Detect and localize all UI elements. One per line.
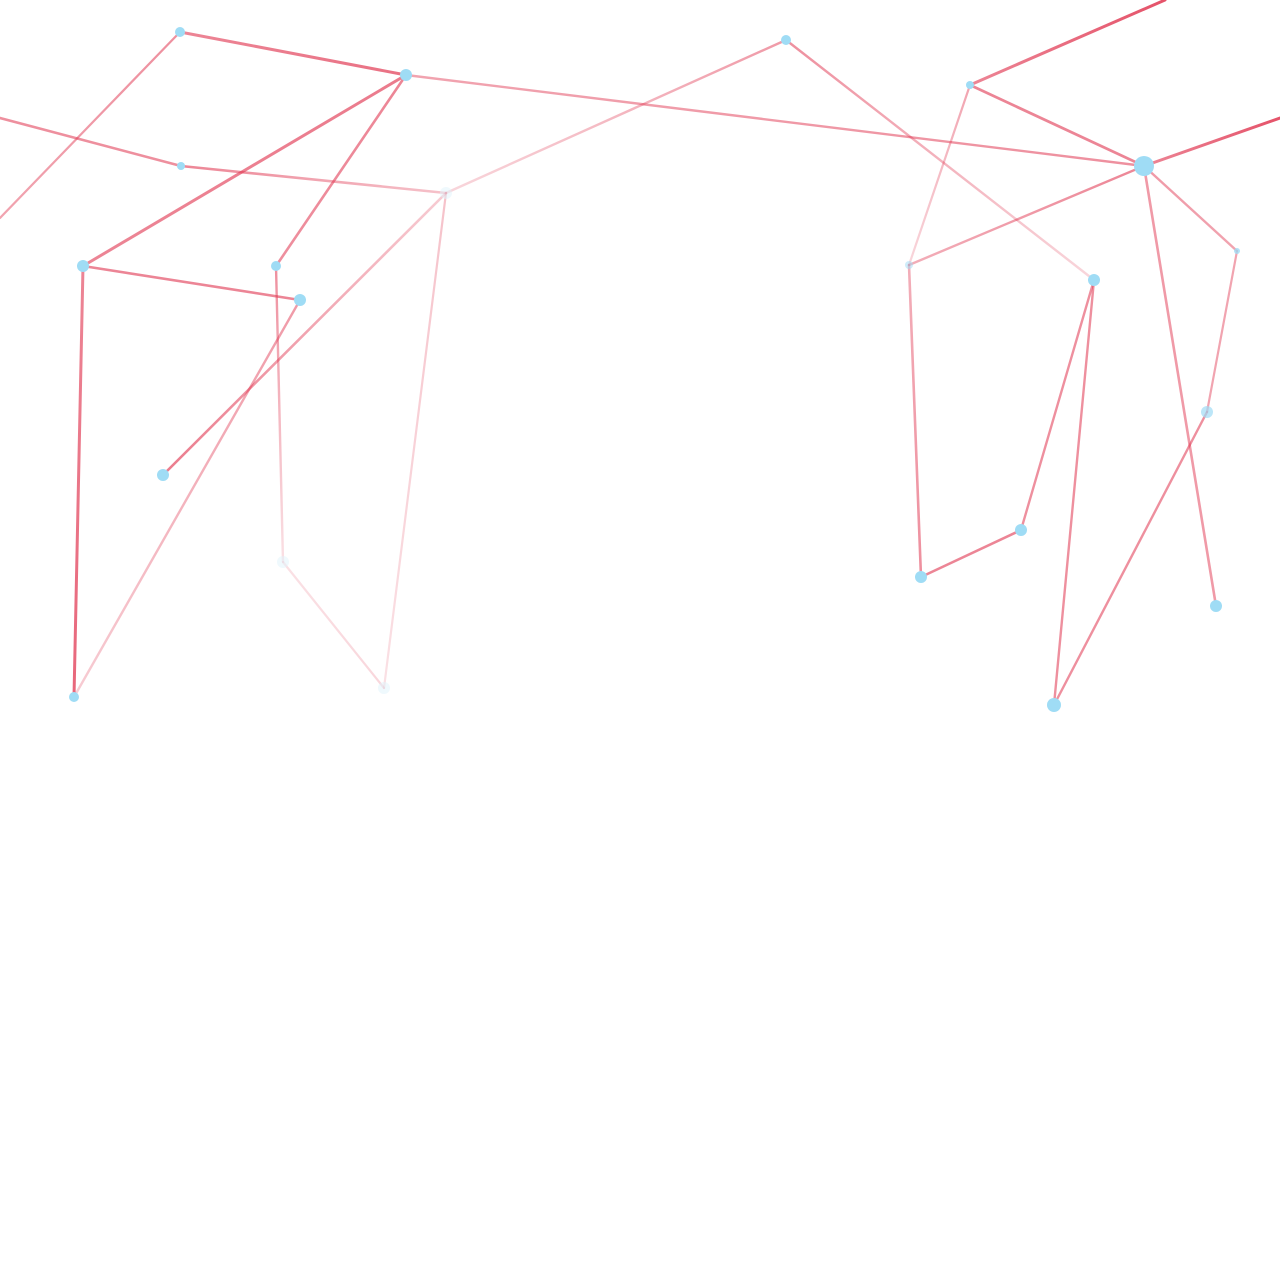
network-node — [378, 682, 390, 694]
network-edge — [907, 164, 1146, 267]
network-node — [77, 260, 89, 272]
network-edge — [444, 38, 788, 195]
network-node — [1015, 524, 1027, 536]
network-edge — [72, 264, 85, 699]
network-edge — [274, 73, 408, 268]
network-edge — [1142, 164, 1218, 608]
network-node — [175, 27, 185, 37]
network-edge — [382, 191, 448, 690]
network-node — [177, 162, 185, 170]
network-node — [905, 261, 913, 269]
network-node — [1134, 156, 1154, 176]
network-edge — [72, 298, 302, 699]
network-edge — [0, 116, 183, 168]
network-node — [157, 469, 169, 481]
network-node — [781, 35, 791, 45]
network-node — [294, 294, 306, 306]
network-edge — [179, 164, 448, 195]
network-edge — [1142, 116, 1280, 168]
network-edge — [274, 264, 285, 564]
network-node — [915, 571, 927, 583]
network-edge — [281, 560, 386, 690]
network-edge — [81, 73, 408, 268]
network-node — [69, 692, 79, 702]
network-edge — [1205, 249, 1239, 414]
network-edges — [0, 0, 1280, 707]
network-node — [277, 556, 289, 568]
network-node — [1210, 600, 1222, 612]
network-edge — [907, 83, 972, 267]
network-nodes — [69, 27, 1240, 712]
network-edge — [1142, 164, 1239, 253]
network-edge — [161, 191, 448, 477]
network-node — [440, 187, 452, 199]
network-edge — [81, 264, 302, 302]
network-edge — [1019, 278, 1096, 532]
network-node — [966, 81, 974, 89]
network-edge — [178, 30, 408, 77]
network-edge — [784, 38, 1096, 282]
network-node — [1047, 698, 1061, 712]
network-node — [1234, 248, 1240, 254]
network-node — [400, 69, 412, 81]
network-node — [1088, 274, 1100, 286]
network-edge — [968, 0, 1167, 87]
network-edge — [1052, 410, 1209, 707]
network-edge — [968, 83, 1146, 168]
network-node — [271, 261, 281, 271]
network-edge — [1052, 278, 1096, 707]
network-edge — [919, 528, 1023, 579]
network-node — [1201, 406, 1213, 418]
network-edge — [907, 263, 923, 579]
network-edge — [0, 30, 182, 220]
network-edge — [404, 73, 1146, 168]
